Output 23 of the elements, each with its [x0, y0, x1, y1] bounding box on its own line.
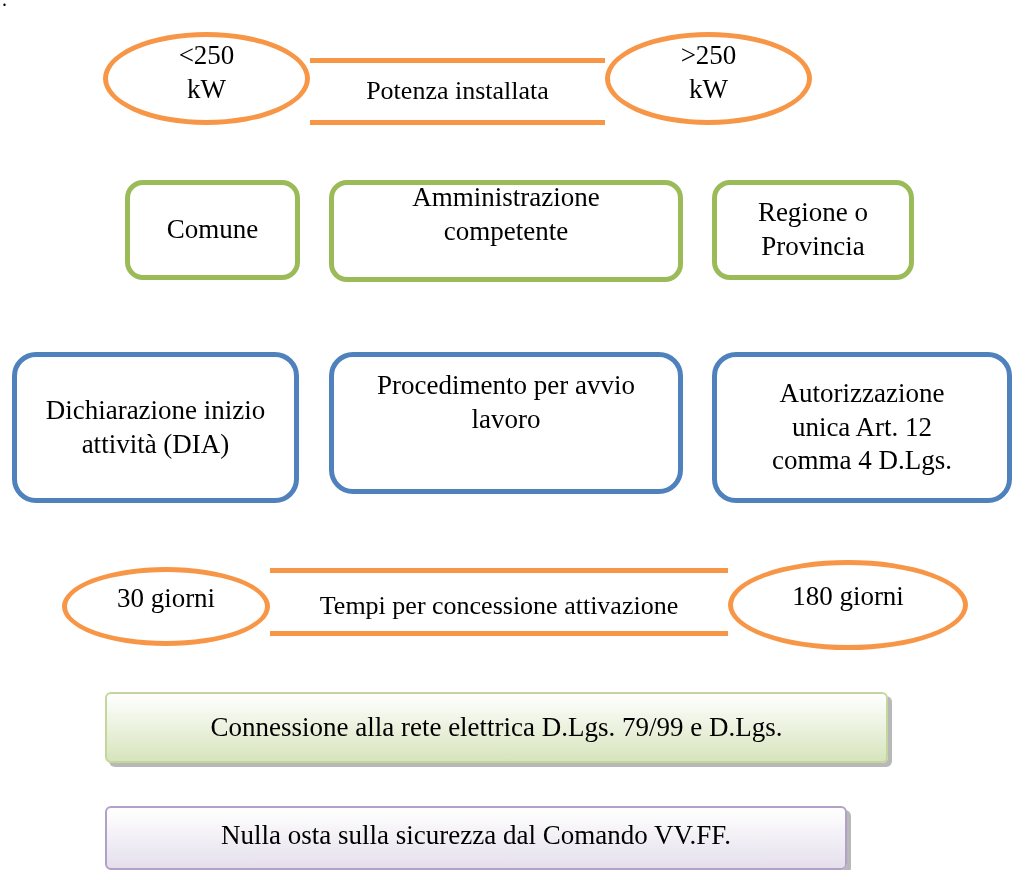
node-text: 30 giorni: [115, 581, 217, 615]
rounded-box: [125, 180, 300, 280]
rounded-box: [329, 180, 683, 282]
label-bar: [310, 58, 605, 125]
label-bar: [270, 568, 728, 636]
rounded-box: [329, 352, 683, 494]
node-text: Dichiarazione inizio attività (DIA): [45, 393, 266, 461]
rounded-box: [12, 352, 299, 503]
node-text: >250 kW: [679, 38, 738, 106]
node-text: Tempi per concessione attivazione: [319, 589, 679, 622]
node-text: Potenza installata: [366, 75, 549, 108]
note-text: .: [2, 0, 7, 11]
node-text: Regione o Provincia: [756, 196, 870, 263]
node-text: Nulla osta sulla sicurezza dal Comando VV.FF.: [220, 819, 732, 853]
rounded-box: [712, 352, 1012, 503]
node-text: Procedimento per avvio lavoro: [376, 369, 636, 436]
node-text: Connessione alla rete elettrica D.Lgs. 79/99 e D.Lgs.: [209, 710, 784, 744]
node-text: 180 giorni: [791, 580, 905, 614]
node-text: <250 kW: [177, 38, 236, 106]
node-text: Comune: [165, 213, 260, 247]
node-text: Autorizzazione unica Art. 12 comma 4 D.Lgs.: [771, 376, 953, 478]
node-text: Amministrazione competente: [411, 181, 601, 248]
rounded-box: [712, 180, 914, 280]
